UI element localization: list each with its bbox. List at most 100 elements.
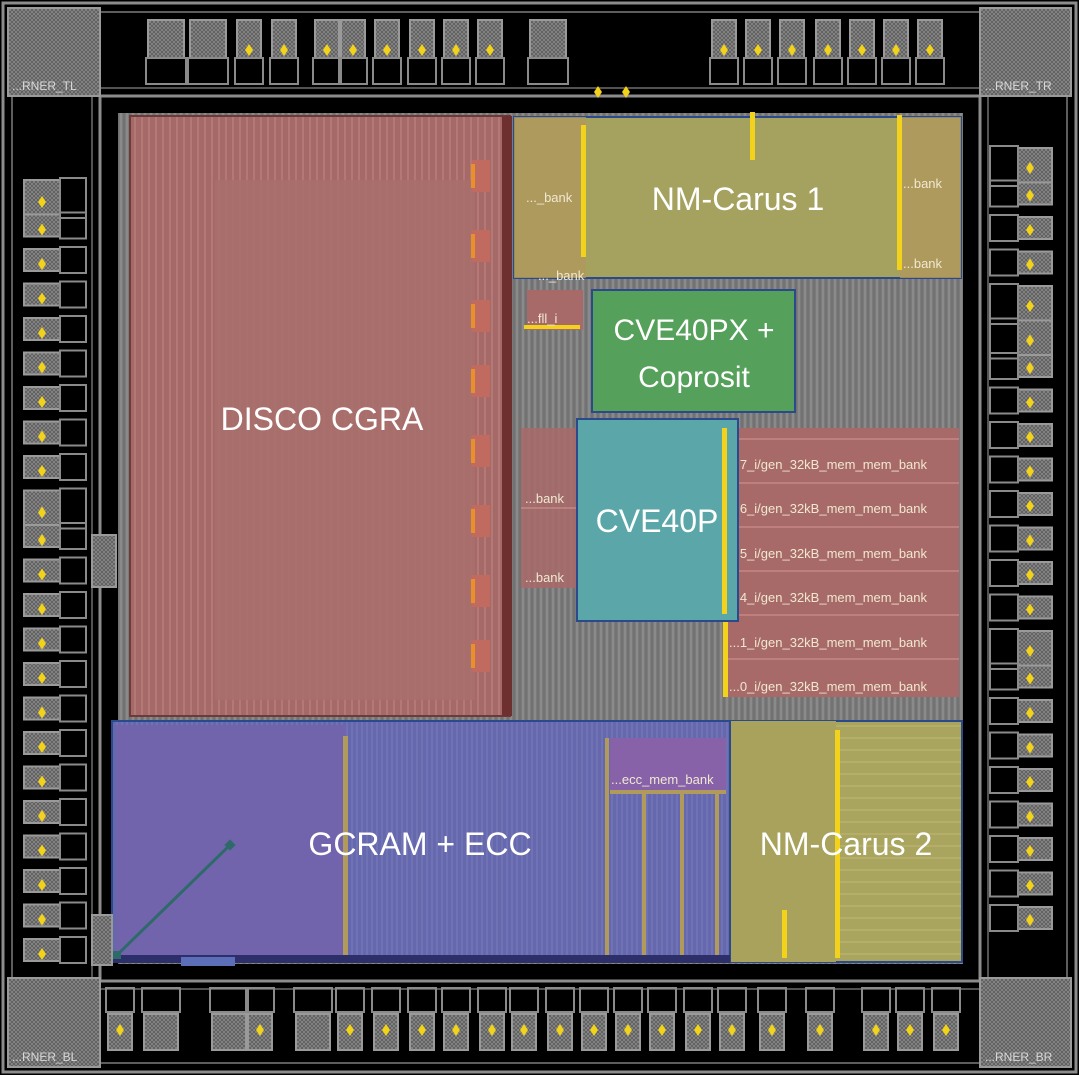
io-pad-frame bbox=[59, 625, 87, 654]
io-pad-frame bbox=[59, 556, 87, 585]
pin-marker bbox=[1026, 776, 1034, 788]
pin-marker bbox=[1026, 362, 1034, 374]
pin-marker bbox=[382, 1024, 390, 1036]
io-pad-frame bbox=[234, 57, 264, 85]
io-pad-frame bbox=[989, 697, 1019, 725]
disco-port bbox=[472, 230, 490, 262]
pin-marker bbox=[418, 44, 426, 56]
io-pad bbox=[143, 1013, 179, 1051]
io-pad bbox=[189, 19, 227, 59]
disco-port bbox=[472, 435, 490, 467]
region-nm-carus-1: ..._bank ...bank ...bank ..._bank NM-Car… bbox=[513, 112, 962, 283]
pin-marker bbox=[38, 775, 46, 788]
region-nm-carus-2: NM-Carus 2 bbox=[730, 720, 963, 963]
io-pad-frame bbox=[293, 987, 333, 1013]
io-pad-frame bbox=[269, 57, 299, 85]
io-pad-frame bbox=[141, 987, 181, 1013]
pin-marker bbox=[520, 1024, 528, 1036]
io-pad-frame bbox=[847, 57, 877, 85]
corner-label-tl: ...RNER_TL bbox=[12, 79, 77, 93]
io-pad-frame bbox=[59, 522, 87, 550]
io-pad-frame bbox=[989, 731, 1019, 760]
pin-marker bbox=[1026, 707, 1034, 719]
pin-marker bbox=[1026, 258, 1034, 271]
io-pad-frame bbox=[59, 246, 87, 274]
io-pad-frame bbox=[915, 57, 945, 85]
io-pad-frame bbox=[989, 628, 1019, 670]
io-pad-frame bbox=[59, 453, 87, 481]
io-pad bbox=[1017, 561, 1053, 585]
pads-bottom bbox=[105, 987, 961, 1051]
io-pad bbox=[147, 19, 185, 59]
io-pad-frame bbox=[989, 386, 1019, 415]
io-pad bbox=[295, 1013, 331, 1051]
io-pad-frame bbox=[59, 867, 87, 895]
pin-marker bbox=[1026, 396, 1034, 409]
cve40p-bank-bottom-label: ...bank bbox=[525, 570, 565, 585]
io-pad-frame bbox=[59, 384, 87, 412]
io-pad-frame bbox=[59, 211, 87, 240]
disco-port-pin bbox=[471, 509, 475, 533]
io-pad-frame bbox=[441, 57, 471, 85]
io-pad bbox=[1017, 423, 1053, 447]
pin-marker bbox=[824, 44, 832, 56]
io-pad-frame bbox=[989, 559, 1019, 587]
io-pad-frame bbox=[989, 490, 1019, 518]
io-pad-frame bbox=[989, 766, 1019, 794]
pin-marker bbox=[38, 396, 46, 408]
io-pad bbox=[1017, 354, 1053, 378]
pin-marker bbox=[1026, 334, 1034, 347]
io-pad-frame bbox=[335, 987, 365, 1013]
disco-port bbox=[472, 300, 490, 332]
io-pad-frame bbox=[895, 987, 925, 1013]
mem-bank-label-4: ...4_i/gen_32kB_mem_mem_bank bbox=[729, 590, 928, 605]
disco-port-pin bbox=[471, 164, 475, 188]
pin-marker bbox=[1026, 224, 1034, 236]
mem-bank-label-1: ...1_i/gen_32kB_mem_mem_bank bbox=[729, 635, 928, 650]
io-pad-frame bbox=[989, 421, 1019, 449]
pin-marker bbox=[256, 1024, 264, 1036]
pin-marker bbox=[590, 1024, 598, 1036]
io-pad-frame bbox=[407, 57, 437, 85]
region-label-cve40px-line2: Coprosit bbox=[638, 361, 750, 394]
pin-marker bbox=[1026, 465, 1034, 478]
io-pad-frame bbox=[931, 987, 961, 1013]
io-pad-frame bbox=[372, 57, 402, 85]
io-pad-frame bbox=[441, 987, 471, 1013]
pin-marker bbox=[245, 44, 253, 56]
region-gcram-ecc: ...ecc_mem_bank GCRAM + ECC bbox=[111, 720, 731, 966]
io-pad-frame bbox=[777, 57, 807, 85]
pin-marker bbox=[38, 292, 46, 305]
region-label-gcram: GCRAM + ECC bbox=[308, 826, 531, 862]
io-pad-frame bbox=[805, 987, 835, 1013]
core-pin-markers bbox=[594, 86, 630, 98]
pin-marker bbox=[1026, 300, 1034, 312]
region-label-nm-carus-1: NM-Carus 1 bbox=[652, 181, 824, 217]
io-pad-frame bbox=[647, 987, 677, 1013]
io-pad-frame bbox=[989, 317, 1019, 360]
io-pad-frame bbox=[509, 987, 539, 1013]
disco-port bbox=[472, 505, 490, 537]
region-disco-cgra: DISCO CGRA bbox=[129, 115, 512, 717]
corner-bl bbox=[7, 977, 101, 1068]
carus1-bank-right-bottom-label: ...bank bbox=[903, 256, 943, 271]
region-label-cve40p: CVE40P bbox=[596, 503, 719, 539]
pin-marker bbox=[1026, 162, 1034, 174]
io-pad bbox=[1017, 147, 1053, 185]
io-pad bbox=[1017, 871, 1053, 896]
disco-port bbox=[472, 365, 490, 397]
io-pad-frame bbox=[209, 987, 249, 1013]
disco-port-pin bbox=[471, 234, 475, 258]
pin-marker bbox=[418, 1024, 426, 1036]
mem-bank-label-6: ...6_i/gen_32kB_mem_mem_bank bbox=[729, 501, 928, 516]
pin-marker bbox=[346, 1024, 354, 1036]
io-pad-frame bbox=[59, 936, 87, 964]
cve40p-bank-top-label: ...bank bbox=[525, 491, 565, 506]
io-pad-frame bbox=[371, 987, 401, 1013]
pin-marker bbox=[694, 1024, 702, 1036]
io-pad-frame bbox=[613, 987, 643, 1013]
io-pad bbox=[719, 1013, 745, 1051]
pin-marker bbox=[906, 1024, 914, 1036]
pin-marker bbox=[38, 844, 46, 857]
fll-label: ...fll_i bbox=[527, 311, 557, 326]
